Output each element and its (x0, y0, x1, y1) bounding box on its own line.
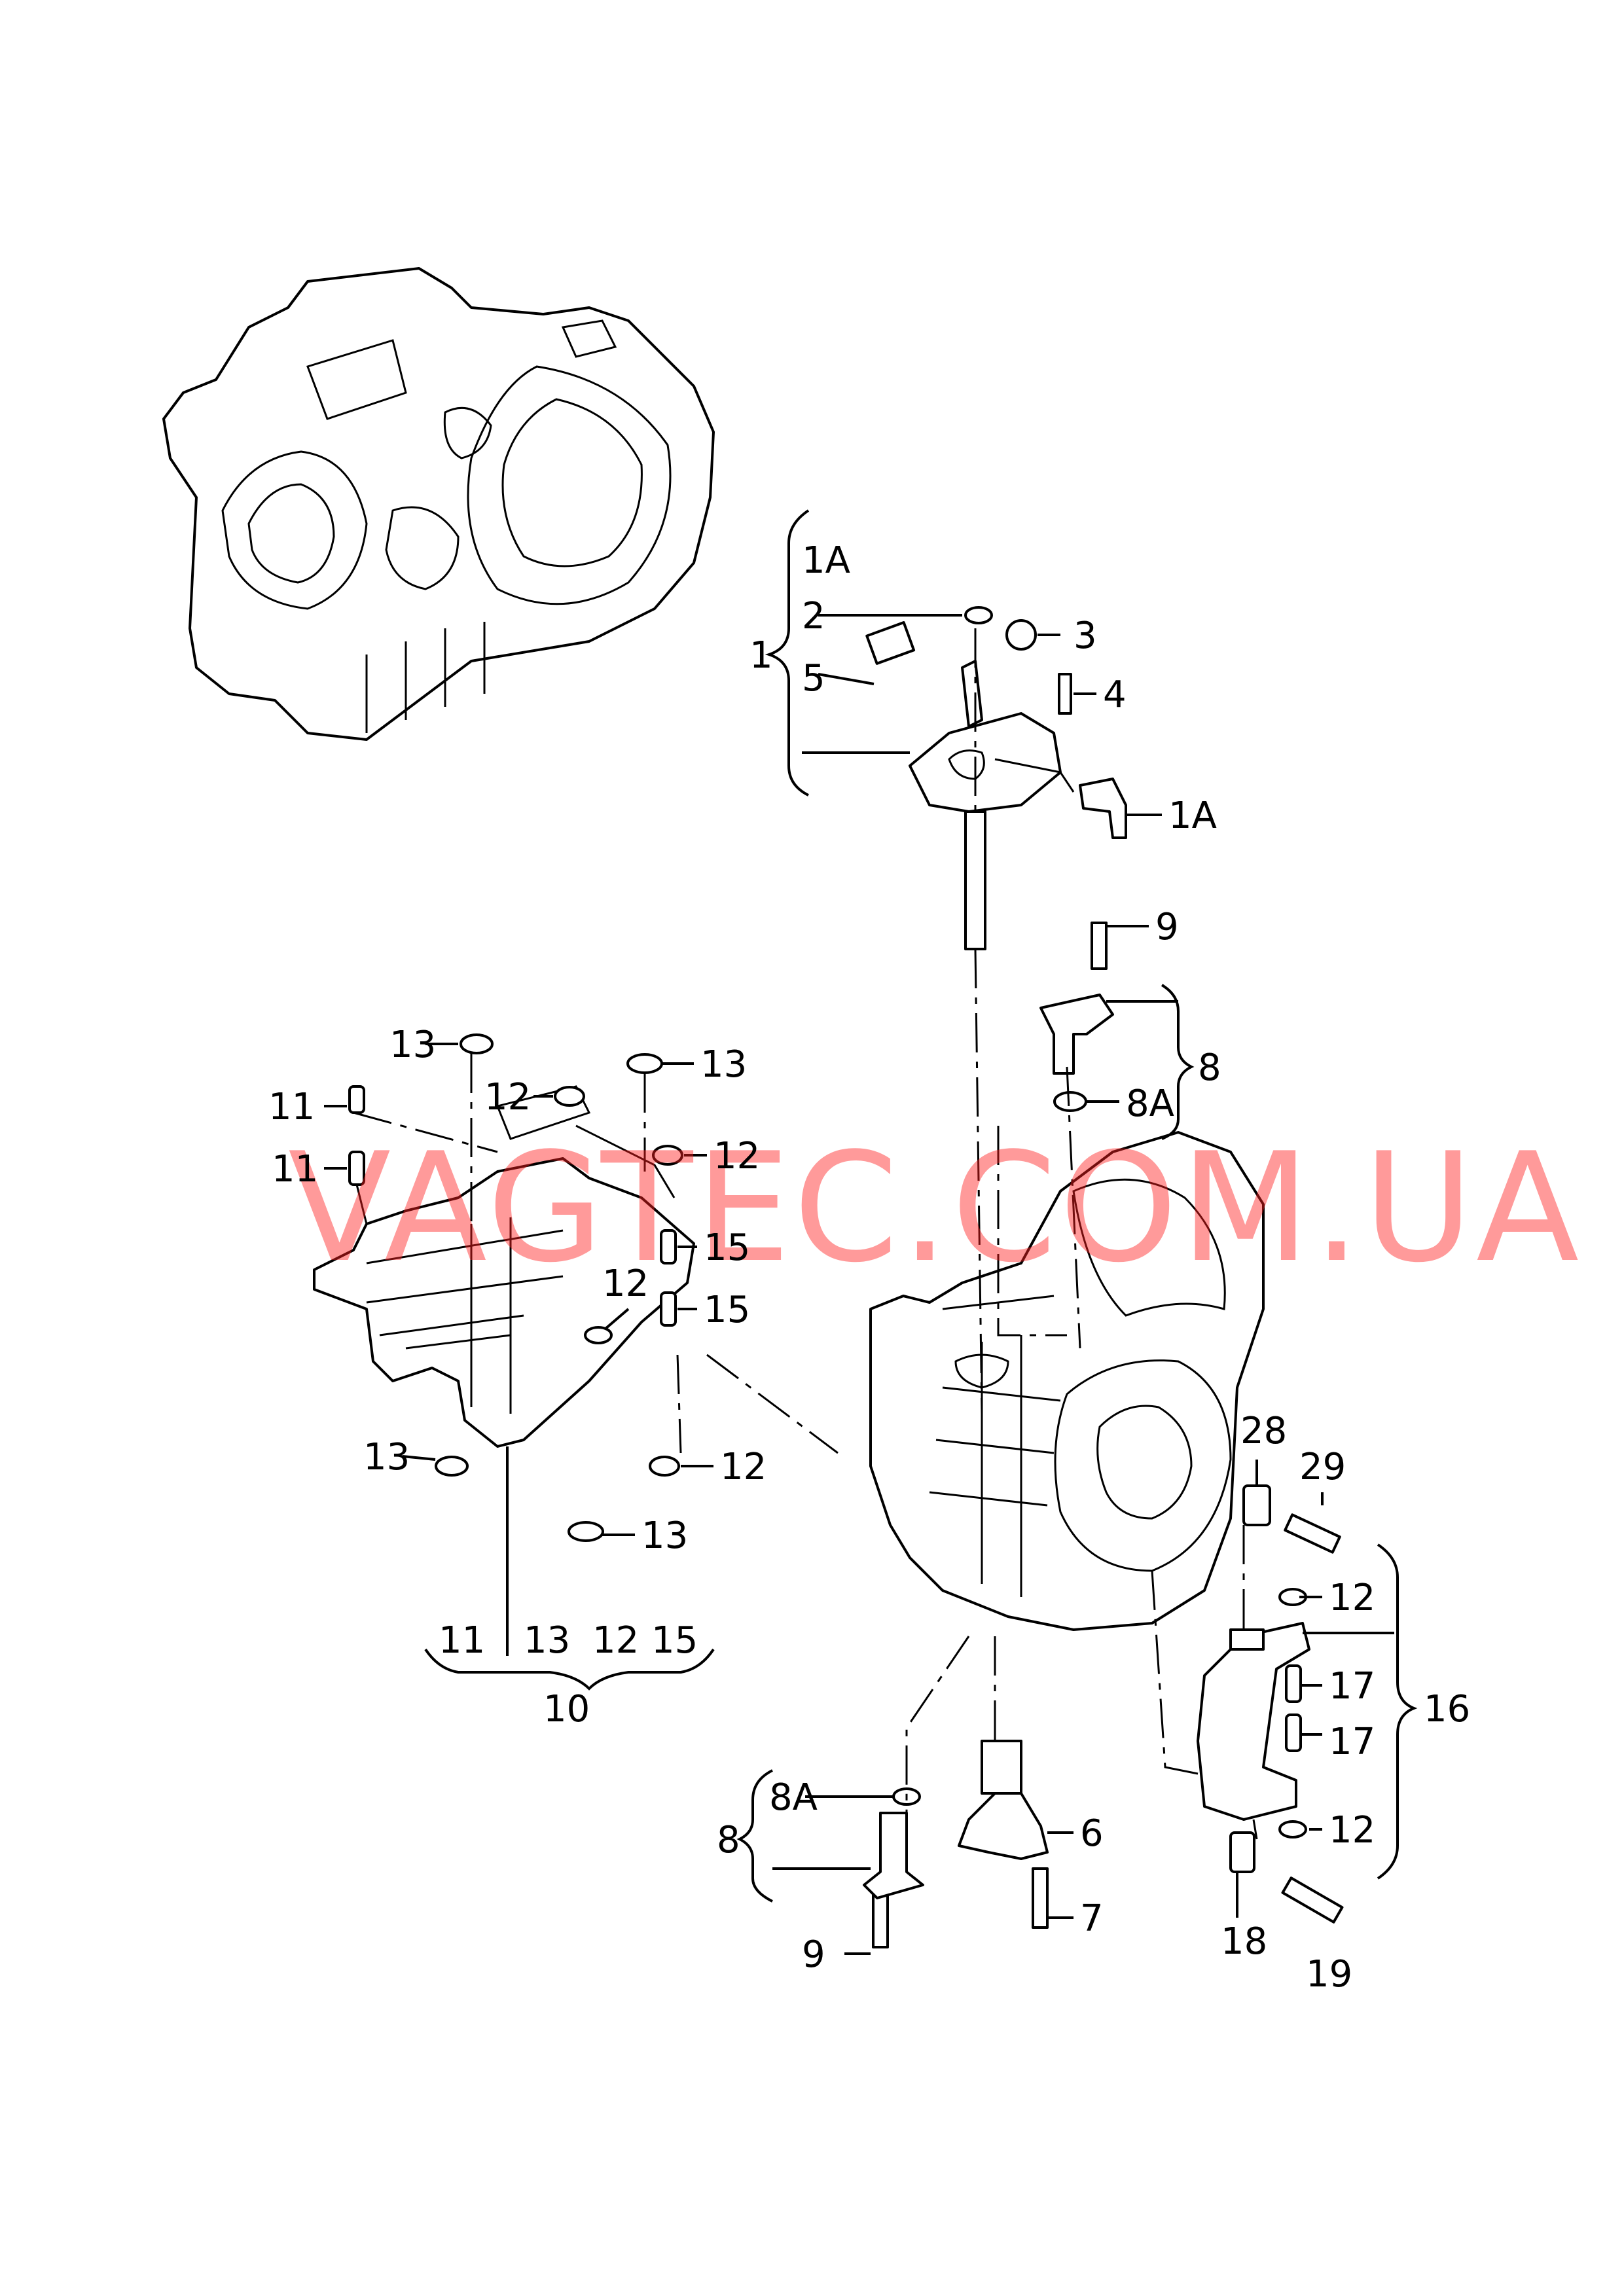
callout-10: 10 (543, 1688, 590, 1731)
callout-9-top: 9 (1155, 906, 1179, 948)
callout-12-f: 12 (1329, 1809, 1375, 1852)
callout-8A-top: 8A (1126, 1083, 1174, 1125)
callout-5: 5 (802, 657, 825, 700)
callout-11-group: 11 (439, 1619, 485, 1662)
callout-16: 16 (1424, 1688, 1470, 1731)
callout-17-b: 17 (1329, 1721, 1375, 1763)
callout-17-a: 17 (1329, 1665, 1375, 1708)
callout-7: 7 (1080, 1897, 1104, 1940)
callout-13-d: 13 (641, 1515, 688, 1557)
callout-13-a: 13 (389, 1024, 436, 1066)
callout-12-c: 12 (602, 1263, 649, 1305)
callout-29: 29 (1299, 1446, 1346, 1488)
callout-11-a: 11 (268, 1086, 315, 1128)
callout-13-group: 13 (524, 1619, 570, 1662)
gearbox-housing-main (869, 1131, 1265, 1631)
callout-9-bottom: 9 (802, 1933, 825, 1976)
callout-13-c: 13 (363, 1436, 410, 1479)
gearbox-housing-overview (162, 267, 715, 741)
shift-housing-assembly (313, 1085, 695, 1448)
watermark: VAGTEC.COM.UA (288, 1121, 1581, 1296)
bracket-assembly (1197, 1622, 1310, 1821)
callout-12-a: 12 (484, 1076, 531, 1119)
callout-8A-bottom: 8A (769, 1776, 818, 1819)
callout-15-a: 15 (704, 1227, 750, 1269)
callout-28: 28 (1240, 1410, 1287, 1452)
callout-8-top: 8 (1198, 1047, 1221, 1089)
callout-12-d: 12 (720, 1446, 767, 1488)
callout-12-e: 12 (1329, 1577, 1375, 1619)
callout-2: 2 (802, 595, 825, 637)
callout-12-b: 12 (713, 1135, 760, 1177)
gear-selector-module (865, 621, 1075, 950)
callout-15-group: 15 (651, 1619, 698, 1662)
callout-1A-side: 1A (1168, 795, 1217, 837)
callout-4: 4 (1103, 673, 1127, 716)
callout-11-b: 11 (272, 1148, 318, 1191)
leader-lines (324, 509, 1418, 1955)
callout-labels: 1A 2 3 1 5 4 1A 9 8 8A 13 13 12 11 12 11… (268, 539, 1470, 1996)
callout-1: 1 (749, 634, 773, 677)
callout-13-b: 13 (700, 1043, 747, 1086)
callout-15-b: 15 (704, 1289, 750, 1331)
callout-6: 6 (1080, 1812, 1104, 1855)
callout-1A-top: 1A (802, 539, 850, 582)
callout-8-bottom: 8 (717, 1819, 740, 1861)
callout-3: 3 (1074, 615, 1097, 657)
assembly-centerlines (353, 628, 1258, 1840)
callout-18: 18 (1221, 1920, 1267, 1963)
callout-12-group: 12 (592, 1619, 639, 1662)
callout-19: 19 (1306, 1953, 1352, 1996)
